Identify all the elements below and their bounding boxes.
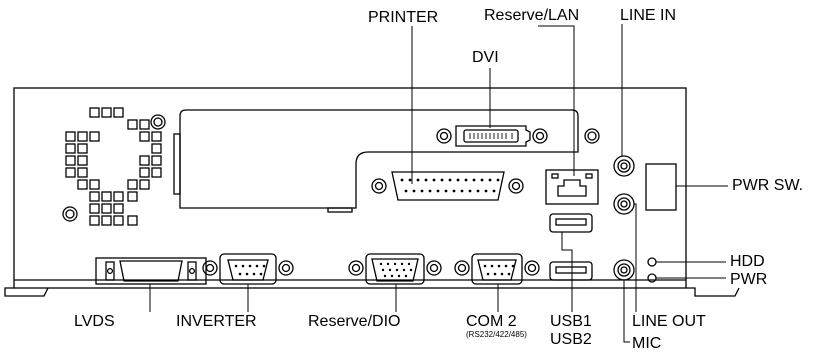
- screw-right-top: [584, 128, 600, 144]
- expansion-bracket: [173, 109, 579, 213]
- label-lvds: LVDS: [74, 313, 115, 330]
- label-pwr-sw: PWR SW.: [732, 177, 804, 194]
- label-line-in: LINE IN: [620, 7, 677, 24]
- vent-grid: [65, 107, 162, 226]
- label-printer: PRINTER: [368, 9, 439, 26]
- label-com2-modes: (RS232/422/485): [466, 330, 527, 339]
- screw-left-top: [150, 114, 166, 130]
- screw-left-bottom: [62, 206, 78, 222]
- label-pwr: PWR: [730, 271, 768, 288]
- label-usb1: USB1: [550, 313, 592, 330]
- reserve-dio-port: [348, 253, 442, 285]
- com2-port: [454, 253, 540, 285]
- mic-jack: [613, 259, 635, 281]
- printer-port: [371, 171, 524, 201]
- label-hdd: HDD: [730, 253, 765, 270]
- lvds-port: [95, 257, 207, 285]
- power-switch: [645, 163, 677, 211]
- usb1-port: [549, 213, 593, 233]
- line-in-jack: [613, 155, 635, 177]
- lan-port: [545, 169, 599, 205]
- label-reserve-lan: Reserve/LAN: [484, 7, 580, 24]
- label-line-out: LINE OUT: [632, 313, 706, 330]
- label-inverter: INVERTER: [176, 313, 257, 330]
- label-mic: MIC: [632, 335, 662, 352]
- label-usb2: USB2: [550, 331, 592, 348]
- pwr-led: [647, 273, 657, 283]
- usb2-port: [549, 261, 593, 281]
- label-com2: COM 2: [466, 313, 517, 330]
- line-out-jack: [613, 193, 635, 215]
- dvi-port: [436, 125, 548, 147]
- label-dvi: DVI: [472, 49, 499, 66]
- leader-lines: [149, 24, 728, 343]
- hdd-led: [647, 257, 657, 267]
- label-reserve-dio: Reserve/DIO: [308, 313, 401, 330]
